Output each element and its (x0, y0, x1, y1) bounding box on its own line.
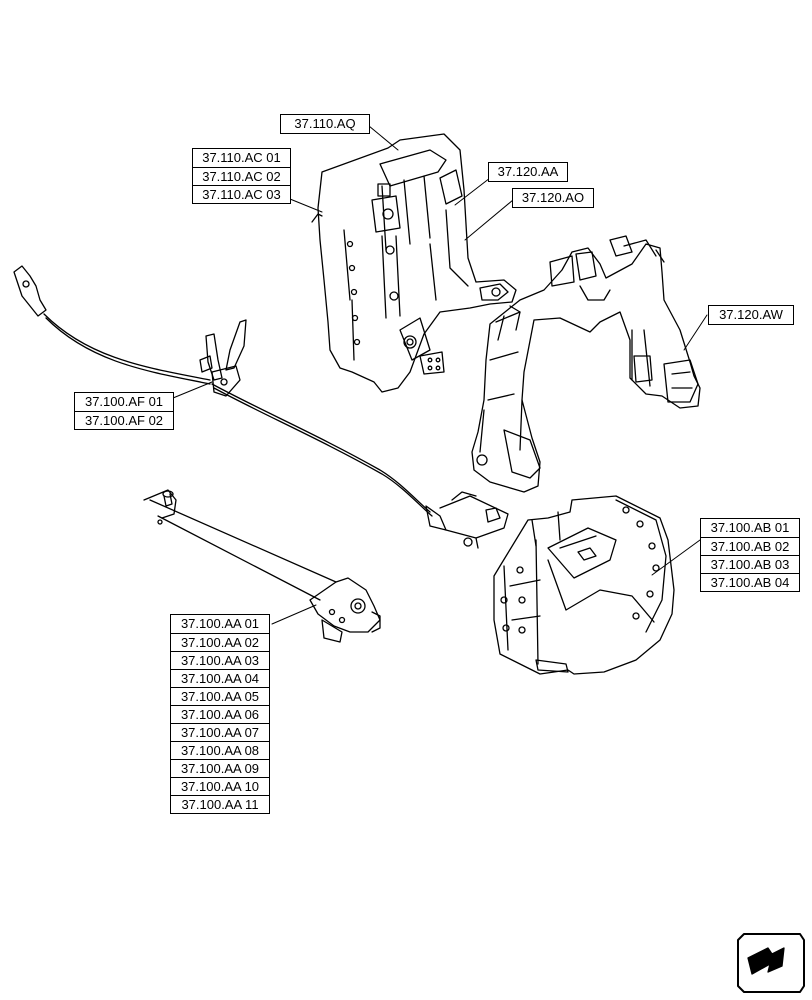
callout-row[interactable]: 37.110.AC 02 (193, 167, 290, 185)
callout-row[interactable]: 37.100.AB 02 (701, 537, 799, 555)
next-page-button[interactable] (734, 930, 804, 990)
control-cable (13, 265, 509, 549)
callout-37-110-ac[interactable]: 37.110.AC 01 37.110.AC 02 37.110.AC 03 (192, 148, 291, 204)
callout-37-100-af[interactable]: 37.100.AF 01 37.100.AF 02 (74, 392, 174, 430)
callout-row[interactable]: 37.100.AA 03 (171, 651, 269, 669)
front-frame-bracket (493, 495, 675, 675)
callout-37-110-aq[interactable]: 37.110.AQ (280, 114, 370, 134)
callout-row[interactable]: 37.100.AA 04 (171, 669, 269, 687)
callout-row[interactable]: 37.100.AA 08 (171, 741, 269, 759)
callout-row[interactable]: 37.100.AB 01 (710, 520, 790, 535)
callout-row[interactable]: 37.100.AF 02 (75, 411, 173, 429)
callout-row[interactable]: 37.110.AQ (294, 116, 356, 131)
callout-row[interactable]: 37.100.AA 05 (171, 687, 269, 705)
callout-row[interactable]: 37.100.AA 02 (171, 633, 269, 651)
callout-row[interactable]: 37.100.AF 01 (84, 394, 164, 409)
cable-lever-bracket (199, 319, 247, 397)
callout-row[interactable]: 37.120.AW (719, 307, 783, 322)
front-drawbar (143, 489, 381, 643)
callout-row[interactable]: 37.100.AA 09 (171, 759, 269, 777)
next-page-arrow-icon (737, 933, 805, 993)
callout-37-120-aw[interactable]: 37.120.AW (708, 305, 794, 325)
callout-row[interactable]: 37.100.AA 10 (171, 777, 269, 795)
leader-lines (172, 125, 708, 625)
callout-row[interactable]: 37.100.AB 04 (701, 573, 799, 591)
callout-row[interactable]: 37.100.AA 01 (180, 616, 260, 631)
callout-37-120-aa[interactable]: 37.120.AA (488, 162, 568, 182)
front-lift-arm-frame (471, 235, 701, 493)
callout-row[interactable]: 37.100.AB 03 (701, 555, 799, 573)
callout-row[interactable]: 37.100.AA 06 (171, 705, 269, 723)
callout-row[interactable]: 37.100.AA 11 (171, 795, 269, 813)
control-valve-assembly (311, 133, 517, 393)
callout-37-100-aa[interactable]: 37.100.AA 01 37.100.AA 02 37.100.AA 03 3… (170, 614, 270, 814)
callout-37-120-ao[interactable]: 37.120.AO (512, 188, 594, 208)
callout-row[interactable]: 37.120.AA (497, 164, 559, 179)
callout-row[interactable]: 37.120.AO (521, 190, 585, 205)
callout-row[interactable]: 37.110.AC 03 (193, 185, 290, 203)
callout-row[interactable]: 37.110.AC 01 (202, 150, 281, 165)
callout-37-100-ab[interactable]: 37.100.AB 01 37.100.AB 02 37.100.AB 03 3… (700, 518, 800, 592)
callout-row[interactable]: 37.100.AA 07 (171, 723, 269, 741)
